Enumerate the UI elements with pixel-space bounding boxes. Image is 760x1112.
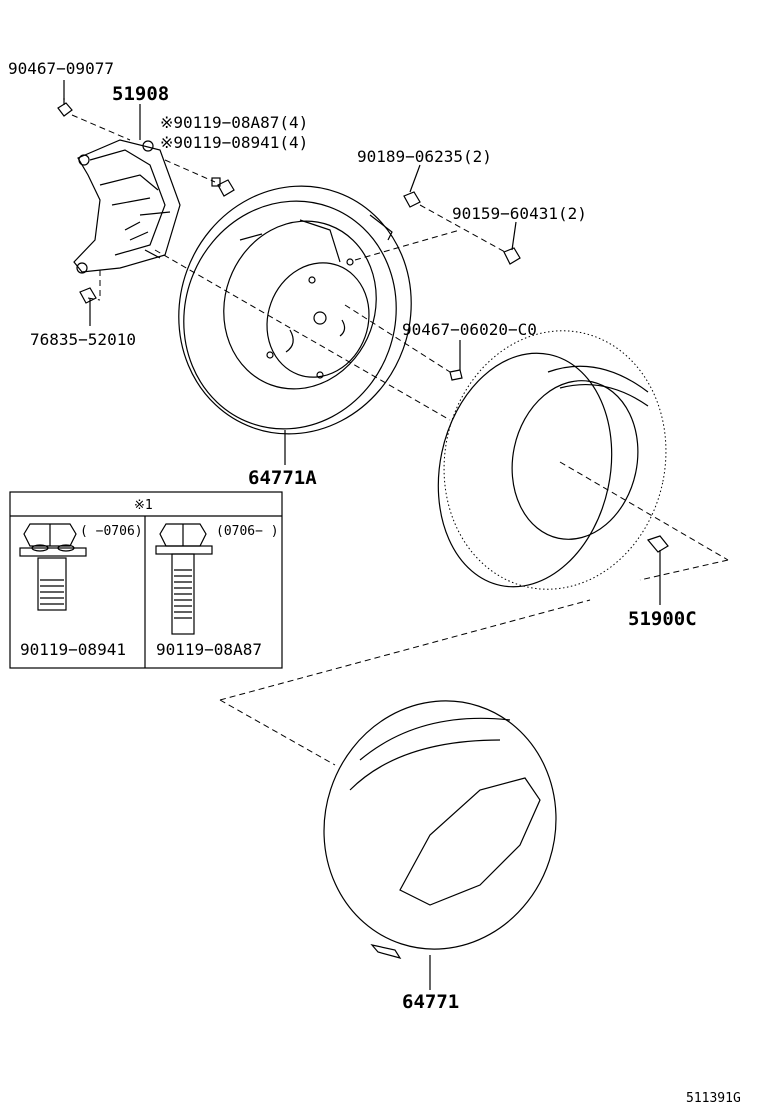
label-76835-52010: 76835−52010 — [30, 330, 136, 349]
note-right-range: (0706− ) — [216, 524, 279, 539]
bolt-90189-icon — [403, 191, 421, 208]
bolt-90159-icon — [503, 247, 521, 265]
label-90467-06020-C0: 90467−06020−C0 — [402, 320, 537, 339]
note-box-title: ※1 — [134, 498, 153, 513]
nut-51900C-icon — [646, 535, 669, 553]
flange-bolt-icon — [155, 523, 213, 635]
bolt-76835-icon — [79, 287, 97, 304]
label-64771: 64771 — [402, 991, 459, 1013]
bolt-with-washer-icon — [19, 523, 87, 611]
note-box: ※1 ( −0706) (0706− ) 90119−08941 90119−0… — [9, 491, 283, 669]
spare-tire — [437, 330, 667, 590]
tire-cover — [323, 700, 557, 959]
label-leaders — [63, 80, 661, 990]
label-90119-08941: ※90119−08941(4) — [160, 133, 308, 152]
bolt-90467-09077-icon — [57, 98, 73, 117]
carrier-bracket — [73, 139, 181, 274]
label-90467-09077: 90467−09077 — [8, 59, 114, 78]
label-90189-06235: 90189−06235(2) — [357, 147, 492, 166]
note-left-range: ( −0706) — [80, 524, 143, 539]
note-left-part: 90119−08941 — [20, 640, 126, 659]
label-90159-60431: 90159−60431(2) — [452, 204, 587, 223]
bolt-90467-06020-icon — [449, 369, 463, 381]
note-right-part: 90119−08A87 — [156, 640, 262, 659]
label-90119-08A87: ※90119−08A87(4) — [160, 113, 308, 132]
bolt-90119-icon — [211, 177, 235, 197]
label-51900C: 51900C — [628, 608, 697, 630]
carrier-plate — [178, 185, 412, 435]
label-64771A: 64771A — [248, 467, 317, 489]
label-51908: 51908 — [112, 83, 169, 105]
diagram-id: 511391G — [686, 1091, 741, 1106]
